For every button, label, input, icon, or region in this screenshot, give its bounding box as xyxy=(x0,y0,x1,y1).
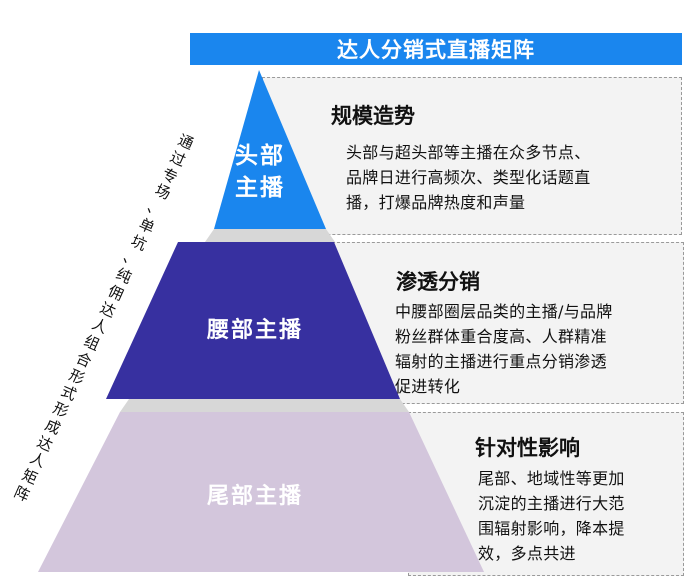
head-tier-label-line-1: 头部 xyxy=(235,143,285,169)
waist-tier-label: 腰部主播 xyxy=(206,318,303,343)
description-line: 粉丝群体重合度高、人群精准 xyxy=(395,327,607,346)
description-line: 尾部、地域性等更加 xyxy=(478,469,625,488)
head-tier-shadow xyxy=(205,229,335,242)
head-tier xyxy=(214,70,326,229)
head-info-panel xyxy=(262,77,682,235)
head-tier-description: 头部与超头部等主播在众多节点、 品牌日进行高频次、类型化话题直 播，打爆品牌热度… xyxy=(346,140,591,215)
waist-tier xyxy=(106,242,400,399)
description-line: 围辐射影响，降本提 xyxy=(478,519,625,538)
description-line: 沉淀的主播进行大范 xyxy=(478,494,625,513)
description-line: 中腰部圈层品类的主播/与品牌 xyxy=(395,302,613,321)
description-line: 播，打爆品牌热度和声量 xyxy=(346,193,526,212)
matrix-title: 达人分销式直播矩阵 xyxy=(190,33,682,65)
tail-tier-label: 尾部主播 xyxy=(206,484,303,509)
tail-tier-description: 尾部、地域性等更加 沉淀的主播进行大范 围辐射影响，降本提 效，多点共进 xyxy=(478,466,625,566)
tail-tier xyxy=(38,412,484,572)
head-tier-label: 头部 主播 xyxy=(215,140,305,204)
description-line: 头部与超头部等主播在众多节点、 xyxy=(346,143,591,162)
head-tier-title: 规模造势 xyxy=(331,104,415,128)
waist-tier-description: 中腰部圈层品类的主播/与品牌 粉丝群体重合度高、人群精准 辐射的主播进行重点分销… xyxy=(395,299,613,399)
description-line: 促进转化 xyxy=(395,377,461,396)
waist-tier-shadow xyxy=(120,399,409,412)
description-line: 品牌日进行高频次、类型化话题直 xyxy=(346,168,591,187)
waist-tier-title: 渗透分销 xyxy=(396,270,480,294)
description-line: 辐射的主播进行重点分销渗透 xyxy=(395,352,607,371)
description-line: 效，多点共进 xyxy=(478,544,576,563)
tail-tier-title: 针对性影响 xyxy=(475,436,580,460)
head-tier-label-line-2: 主播 xyxy=(235,175,285,201)
